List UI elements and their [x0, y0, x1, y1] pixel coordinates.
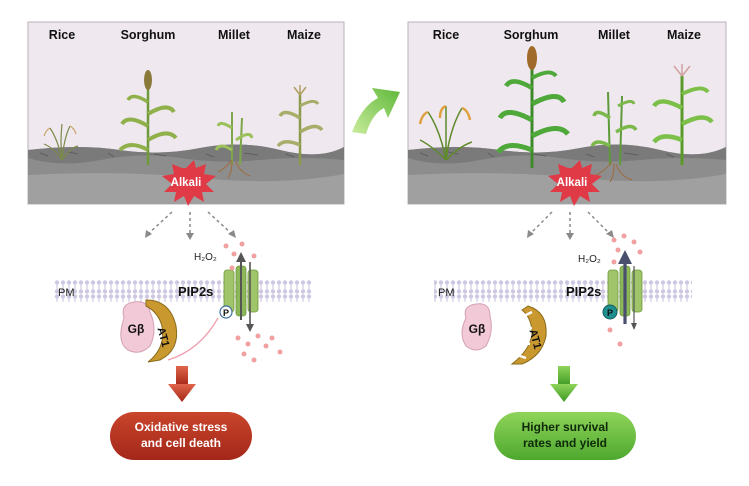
- left-gbeta-label: Gβ: [128, 322, 145, 336]
- right-outcome-arrow: [550, 366, 578, 402]
- right-phospho-site: P: [602, 304, 618, 320]
- right-phospho-label: P: [607, 308, 613, 318]
- right-at1-label: AT1: [527, 328, 544, 350]
- left-crop-label-sorghum: Sorghum: [121, 28, 176, 42]
- left-h2o2-molecules: [223, 241, 283, 363]
- left-signal-arrowheads: [145, 230, 236, 240]
- left-phospho-label: P: [223, 308, 229, 318]
- transition-arrow: [352, 88, 400, 134]
- right-outcome-line2: rates and yield: [523, 436, 607, 450]
- left-outcome-line1: Oxidative stress: [135, 420, 228, 434]
- left-outcome-line2: and cell death: [141, 436, 221, 450]
- right-field-panel: Rice Sorghum Millet Maize: [407, 21, 727, 206]
- left-rice-plant: [43, 123, 79, 161]
- right-alkali-label: Alkali: [557, 177, 588, 189]
- right-gbeta: [461, 303, 492, 351]
- right-rice-plant: [418, 104, 473, 161]
- right-gbeta-label: Gβ: [469, 322, 486, 336]
- left-membrane: [54, 280, 312, 302]
- left-outcome-arrow: [168, 366, 196, 402]
- left-crop-label-millet: Millet: [218, 28, 251, 42]
- left-sorghum-plant: [118, 70, 178, 165]
- right-crop-label-maize: Maize: [667, 28, 701, 42]
- right-pip2s-label: PIP2s: [566, 284, 601, 299]
- left-pip2s-channel: [223, 252, 259, 332]
- left-gbeta-at1-complex: [120, 299, 178, 363]
- left-inhibition-line: [167, 317, 219, 361]
- right-h2o2-molecules: [607, 233, 643, 347]
- right-crop-label-millet: Millet: [598, 28, 631, 42]
- left-maize-plant: [276, 85, 324, 165]
- left-field-panel: Rice Sorghum Millet Maize: [27, 21, 345, 206]
- left-h2o2-label: H₂O₂: [194, 252, 217, 263]
- right-at1: [510, 305, 547, 365]
- left-at1-label: AT1: [155, 326, 172, 348]
- left-outcome-box: Oxidative stress and cell death: [110, 412, 252, 460]
- right-pm-label: PM: [438, 287, 455, 299]
- right-crop-label-rice: Rice: [433, 28, 459, 42]
- left-crop-label-rice: Rice: [49, 28, 75, 42]
- right-signal-arrowheads: [527, 230, 614, 240]
- right-signal-arrows: [529, 211, 611, 236]
- left-alkali-label: Alkali: [171, 177, 202, 189]
- right-alkali-badge: Alkali: [548, 160, 602, 206]
- right-millet-plant: [590, 91, 638, 183]
- right-outcome-box: Higher survival rates and yield: [494, 412, 636, 460]
- right-h2o2-label: H₂O₂: [578, 254, 601, 265]
- right-sorghum-plant: [496, 46, 570, 168]
- right-membrane: [434, 280, 692, 302]
- left-millet-plant: [214, 112, 254, 179]
- left-pm-label: PM: [58, 287, 75, 299]
- right-pip2s-channel: [607, 250, 643, 330]
- right-outcome-line1: Higher survival: [522, 420, 609, 434]
- right-crop-label-sorghum: Sorghum: [504, 28, 559, 42]
- right-maize-plant: [652, 64, 714, 165]
- left-phospho-site: P: [219, 305, 233, 319]
- left-signal-arrows: [147, 211, 233, 236]
- left-alkali-badge: Alkali: [162, 160, 216, 206]
- left-crop-label-maize: Maize: [287, 28, 321, 42]
- left-pip2s-label: PIP2s: [178, 284, 213, 299]
